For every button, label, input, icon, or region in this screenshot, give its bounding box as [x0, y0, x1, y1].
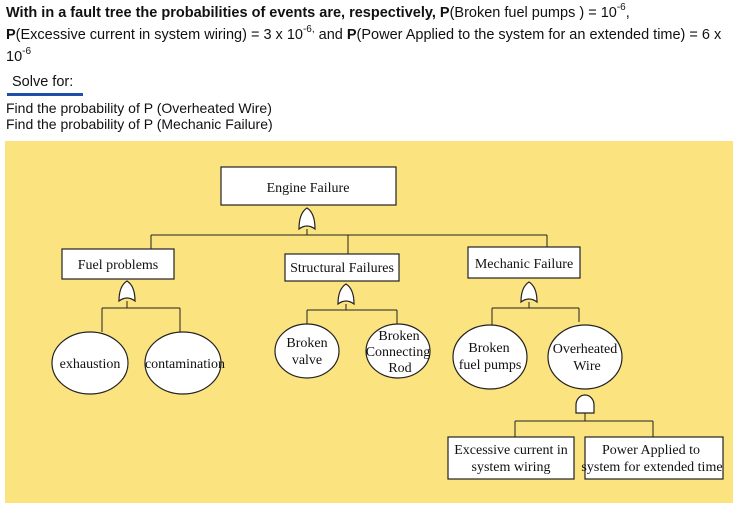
excessive-current-line2: system wiring	[472, 460, 551, 475]
broken-rod-line1: Broken	[378, 329, 419, 344]
broken-rod-line2: Connecting	[366, 345, 431, 360]
question-intro: With in a fault tree the probabilities o…	[6, 5, 440, 21]
task-overheated-wire: Find the probability of P (Overheated Wi…	[6, 100, 272, 116]
exhaustion-circle	[51, 331, 129, 395]
or-gate-icon	[337, 283, 355, 306]
fuel-problems-label: Fuel problems	[78, 258, 159, 273]
broken-valve-circle	[274, 323, 340, 379]
fuel-problems-box	[61, 248, 175, 280]
engine-failure-box	[220, 166, 397, 206]
task-list: Find the probability of P (Overheated Wi…	[6, 100, 273, 132]
contamination-circle	[144, 331, 222, 395]
overheated-wire-line1: Overheated	[553, 342, 618, 357]
p3-event: (Power Applied to the system for an exte…	[6, 27, 722, 65]
excessive-current-box	[447, 436, 575, 480]
structural-failures-label: Structural Failures	[290, 261, 394, 276]
p3-label: P	[346, 27, 357, 43]
power-applied-line1: Power Applied to	[602, 443, 700, 458]
broken-pumps-line1: Broken	[468, 341, 509, 356]
overheated-wire-circle	[547, 324, 623, 390]
p3-exponent: -6	[22, 46, 32, 57]
task-mechanic-failure: Find the probability of P (Mechanic Fail…	[6, 116, 273, 132]
broken-fuel-pumps-circle	[452, 324, 528, 390]
power-applied-line2: system for extended time	[581, 460, 722, 475]
solve-underline	[7, 93, 83, 96]
mechanic-failure-box	[467, 246, 581, 279]
solve-for-label: Solve for:	[12, 74, 74, 90]
p2-exponent: -6,	[302, 24, 315, 35]
and-text: and	[314, 27, 347, 43]
mechanic-failure-label: Mechanic Failure	[475, 257, 573, 272]
engine-failure-label: Engine Failure	[267, 181, 350, 196]
p2-event: (Excessive current in system wiring) = 3…	[15, 27, 303, 43]
separator: ,	[625, 5, 630, 21]
excessive-current-line1: Excessive current in	[454, 443, 568, 458]
exhaustion-label: exhaustion	[60, 357, 121, 372]
broken-valve-line2: valve	[292, 353, 322, 368]
contamination-label: contamination	[145, 357, 225, 372]
broken-valve-line1: Broken	[286, 336, 327, 351]
question-text: With in a fault tree the probabilities o…	[6, 2, 731, 68]
structural-failures-box	[284, 253, 400, 282]
power-applied-box	[584, 436, 724, 480]
p2-label: P	[6, 27, 16, 43]
or-gate-icon	[118, 280, 136, 303]
broken-pumps-line2: fuel pumps	[459, 358, 522, 373]
fault-tree-panel: Engine Failure Fuel problems Structural …	[5, 141, 733, 503]
fault-tree-diagram: Engine Failure Fuel problems Structural …	[51, 166, 724, 480]
and-gate-icon	[575, 394, 595, 414]
broken-rod-line3: Rod	[388, 361, 411, 376]
p1-label: P	[439, 5, 450, 21]
p1-event: (Broken fuel pumps ) = 10	[449, 5, 617, 21]
or-gate-icon	[520, 281, 538, 304]
or-gate-icon	[298, 207, 316, 231]
overheated-wire-line2: Wire	[573, 359, 600, 374]
p1-exponent: -6	[616, 2, 626, 13]
broken-rod-circle	[365, 323, 431, 379]
